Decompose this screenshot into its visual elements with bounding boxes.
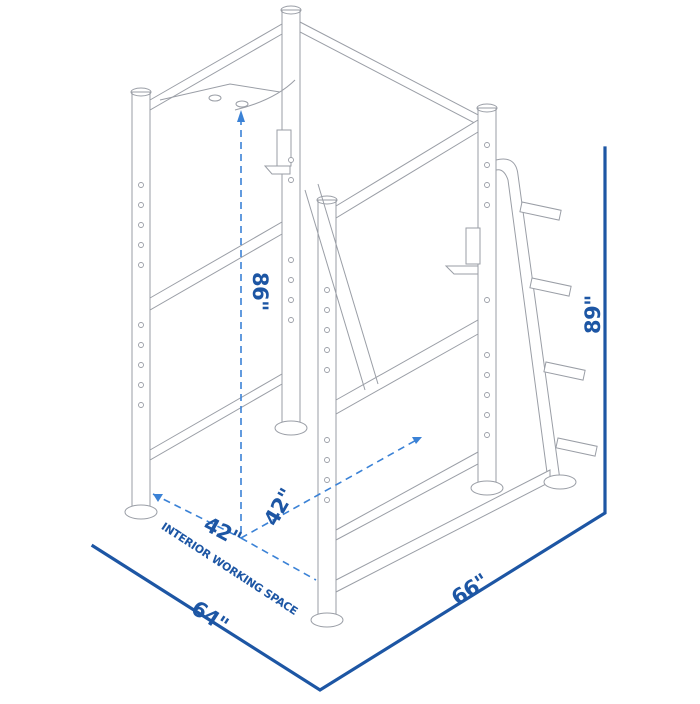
total-height-label: 89" (581, 295, 605, 334)
interior-dimension-lines (152, 110, 422, 581)
interior-height-label: 86" (248, 272, 272, 311)
footprint-dimension-lines (90, 146, 607, 692)
